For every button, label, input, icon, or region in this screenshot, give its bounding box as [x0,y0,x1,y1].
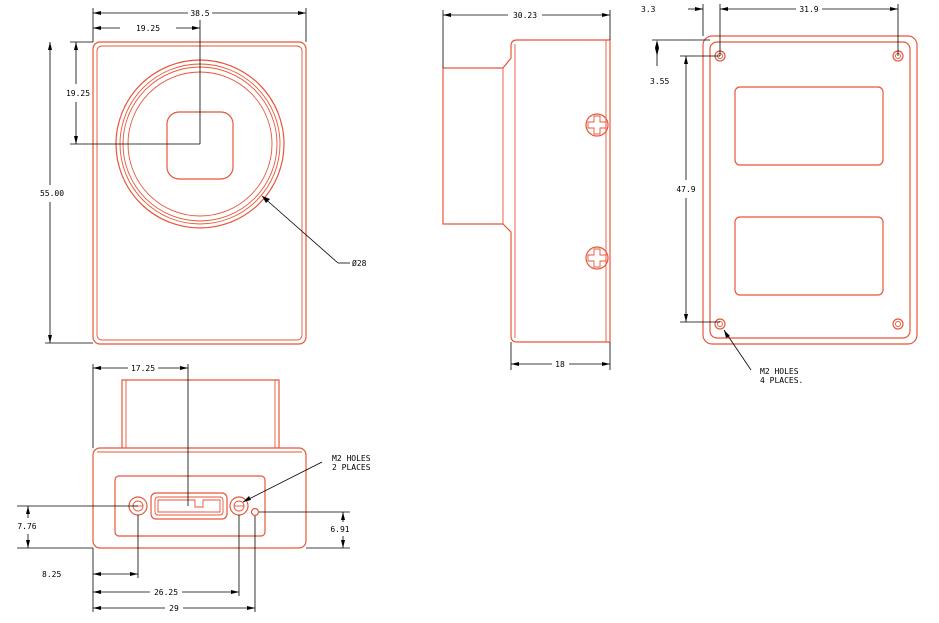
bottom-view-dimensions: 17.25 7.76 6.91 8.25 26.25 [17,364,371,613]
dim-back-hole-spacing-x: 31.9 [799,5,818,14]
note-back-holes-line1: M2 HOLES [760,367,799,376]
note-bottom-holes-line2: 2 PLACES [332,463,371,472]
dim-side-depth: 30.23 [513,11,537,20]
usb3-micro-b-connector [150,492,228,520]
dim-bottom-hole-2: 26.25 [154,588,178,597]
dim-front-width: 38.5 [190,9,209,18]
dim-bottom-height-2: 6.91 [330,525,349,534]
front-view [92,41,307,345]
back-label-recess-bottom [734,216,884,296]
bottom-lens-barrel [121,379,280,448]
back-view-dimensions: 3.3 31.9 3.55 47.9 M2 HOLES 4 PLACES. [641,4,899,385]
dim-front-half-height: 19.25 [66,89,90,98]
dim-front-half-width: 19.25 [136,24,160,33]
back-plate-outline [702,35,918,345]
front-body-inner-edge [96,45,303,341]
dim-bottom-overall: 29 [169,604,179,613]
side-screw-top [585,113,609,137]
side-screw-bottom [585,246,609,270]
dim-back-hole-spacing-y: 47.9 [676,185,695,194]
back-hole-bottom-left [714,318,726,330]
back-label-recess-top [734,86,884,166]
back-view [702,35,918,345]
dim-front-height: 55.00 [40,189,64,198]
dim-bottom-height-1: 7.76 [17,522,36,531]
bottom-body-outline [92,447,307,549]
bottom-view [92,379,307,549]
back-hole-bottom-right [892,318,904,330]
front-body-outline [92,41,307,345]
back-body-outline [709,41,911,339]
dim-side-body-depth: 18 [555,360,565,369]
side-view [442,39,611,343]
side-view-dimensions: 30.23 18 [442,10,611,370]
bottom-hole-right [229,496,249,516]
note-bottom-holes-line1: M2 HOLES [332,454,371,463]
dim-back-edge-offset: 3.3 [641,5,656,14]
front-view-dimensions: 38.5 19.25 19.25 55.00 Ø28 [40,8,367,344]
dim-back-edge-offset-y: 3.55 [650,77,669,86]
note-back-holes-line2: 4 PLACES. [760,376,803,385]
dim-bottom-hole-1: 8.25 [42,570,61,579]
dim-bottom-connector-offset: 17.25 [131,364,155,373]
dim-lens-diameter: Ø28 [352,258,367,268]
side-body-outline [442,39,610,343]
bottom-status-led [250,507,260,517]
